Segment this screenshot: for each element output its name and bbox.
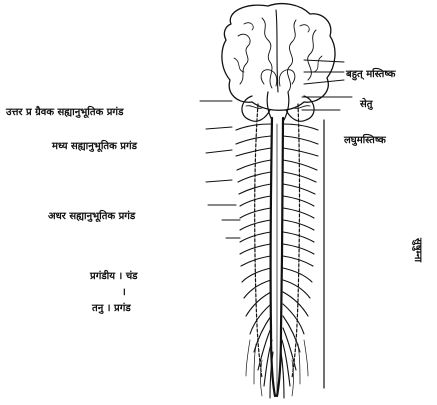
cerebrum-drawing xyxy=(222,4,335,111)
label-ganglion-line-3: तनु । प्रगंड xyxy=(92,300,131,314)
label-superior-cervical-ganglion: उत्तर प्र ग्रैवक सह्यानुभूतिक प्रगंड xyxy=(6,104,123,118)
pointer-lines xyxy=(200,60,352,238)
label-pons: सेतु xyxy=(360,96,372,110)
label-middle-sympathetic-ganglion: मध्य सह्यानुभूतिक प्रगंड xyxy=(52,138,137,152)
label-ganglion-line-1: प्रगंडीय । चंड xyxy=(90,268,138,282)
cerebellum-drawing xyxy=(242,70,314,122)
label-cerebellum: लघुमस्तिष्क xyxy=(344,132,386,146)
label-inferior-sympathetic-ganglion: अधर सह्यानुभूतिक प्रगंड xyxy=(48,208,135,222)
label-cerebrum: बहुत् मस्तिष्क xyxy=(346,66,395,80)
label-spinal-cord-vertical: सुषुम्ना xyxy=(412,238,426,262)
label-ganglion-line-2: । xyxy=(122,284,126,298)
